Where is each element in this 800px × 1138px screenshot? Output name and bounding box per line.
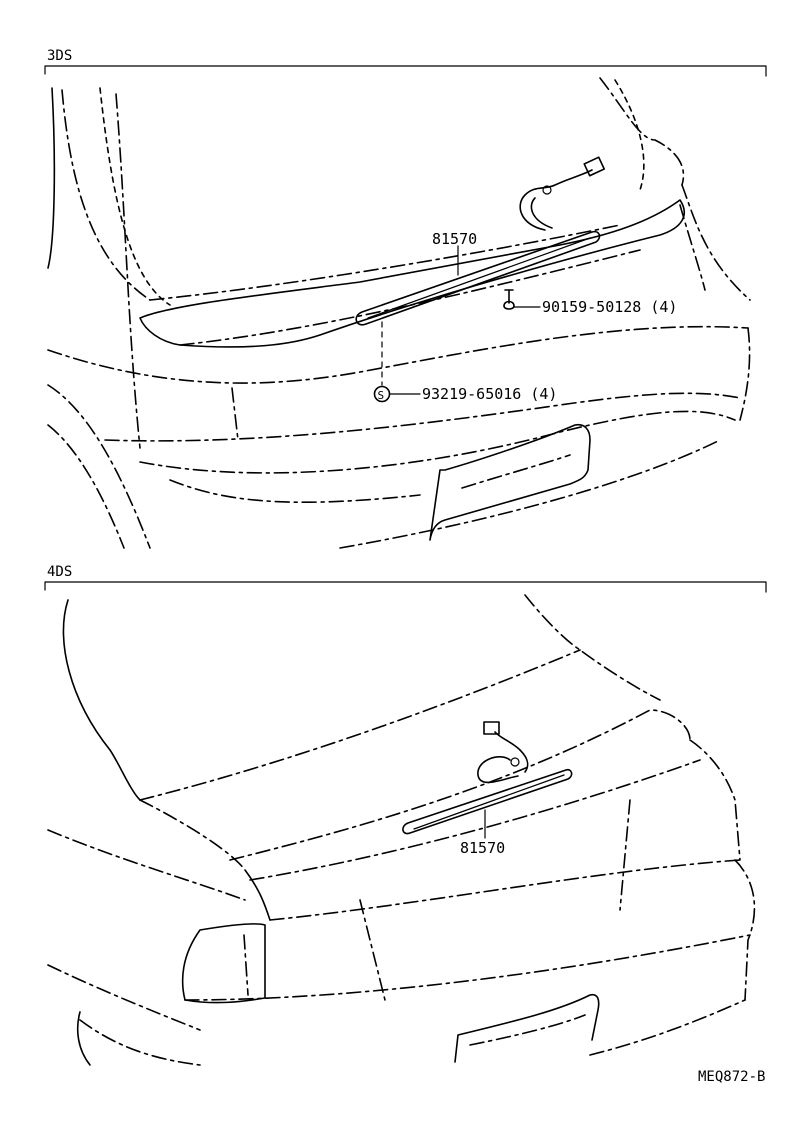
stop-lamp-3ds [355, 230, 601, 326]
nut-symbol: S [378, 389, 385, 402]
hatch-side [679, 204, 706, 291]
tail-lamp-divider [231, 387, 239, 441]
left-body-line [47, 87, 56, 269]
bumper-top [104, 392, 741, 442]
stop-lamp-4ds [402, 768, 573, 835]
window-lower-edge [149, 224, 621, 301]
body-beltline [269, 859, 741, 921]
body-panel-line [359, 899, 386, 1001]
tail-lamp-line [243, 934, 249, 996]
license-inner-4ds [469, 1014, 586, 1046]
spoiler-lower-edge [179, 249, 641, 346]
bumper-bottom [169, 479, 421, 503]
section-label-4ds: 4DS [47, 564, 72, 580]
trunk-lid-edge [139, 799, 246, 871]
rear-window-outline [62, 599, 141, 801]
window-inner-right [614, 79, 645, 191]
drawing-code: MEQ872-B [698, 1069, 765, 1085]
bumper-right-4ds [734, 859, 756, 1001]
roof-edge [599, 77, 685, 186]
trunk-rear-face [244, 869, 271, 921]
wire-harness-3ds [519, 156, 606, 231]
wheel-arch-inner [47, 424, 125, 549]
trunk-lid-top [229, 709, 691, 861]
wheel-arch-outer [47, 384, 151, 549]
glass-edge [99, 87, 171, 306]
bumper-lower [139, 410, 736, 474]
spoiler-outline [139, 199, 685, 348]
trunk-right-side [689, 739, 741, 861]
screw-icon [503, 289, 515, 310]
license-recess [429, 423, 591, 541]
license-inner [461, 454, 571, 489]
section-bracket-3ds [44, 65, 767, 77]
license-recess-4ds [454, 993, 600, 1063]
fender-curve [76, 1011, 91, 1066]
bumper-bottom-4ds [79, 1019, 201, 1066]
bumper-edge [339, 439, 721, 549]
bumper-top-4ds [184, 934, 751, 1001]
callout-lamp-bottom: 81570 [460, 839, 505, 857]
bumper-right-lower [589, 999, 746, 1056]
rear-pillar [61, 89, 151, 301]
section-label-3ds: 3DS [47, 48, 72, 64]
section-3ds: 3DS [44, 48, 767, 549]
hatch-outer-right [681, 184, 751, 301]
trunk-lid-lower [249, 759, 701, 881]
rear-window-bottom [139, 649, 581, 801]
callout-screw: 90159-50128 (4) [542, 298, 677, 316]
quarter-side [47, 829, 246, 901]
bumper-lower-4ds [47, 964, 201, 1031]
wire-harness-4ds [477, 721, 529, 784]
section-bracket-4ds [44, 581, 767, 593]
body-panel-right [619, 799, 631, 911]
c-pillar [524, 594, 661, 701]
tail-lamp-left [181, 923, 266, 1004]
callout-nut: 93219-65016 (4) [422, 385, 557, 403]
section-4ds: 4DS [44, 564, 767, 1085]
hatch-beltline [47, 325, 749, 384]
quarter-panel [115, 93, 141, 449]
bumper-side [739, 327, 751, 421]
callout-lamp-top: 81570 [432, 230, 477, 248]
